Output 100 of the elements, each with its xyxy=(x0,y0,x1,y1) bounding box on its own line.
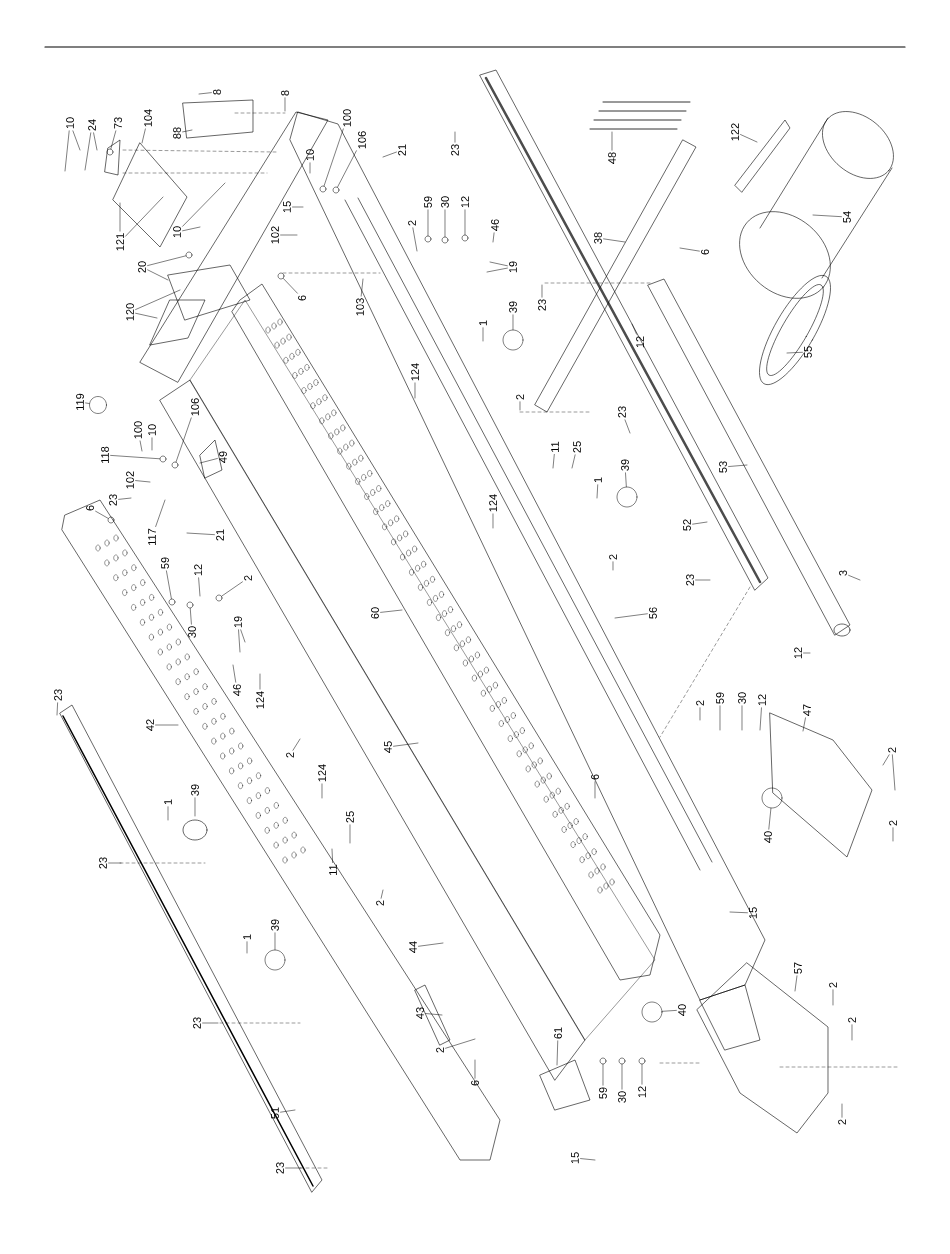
callout-number: 40 xyxy=(678,1004,686,1016)
leader-line xyxy=(85,402,90,404)
callout-number: 12 xyxy=(638,1086,646,1098)
callout-number: 2 xyxy=(609,554,617,560)
leader-line xyxy=(337,150,357,188)
callout-number: 43 xyxy=(416,1007,424,1019)
callout-number: 1 xyxy=(243,934,251,940)
callout-number: 8 xyxy=(281,90,289,96)
callout-number: 55 xyxy=(804,346,812,358)
callout-number: 124 xyxy=(256,691,264,709)
callout-number: 6 xyxy=(591,774,599,780)
leader-line xyxy=(486,267,508,273)
callout-number: 117 xyxy=(148,528,156,545)
leader-line xyxy=(454,131,456,143)
leader-line xyxy=(699,707,701,721)
leader-line xyxy=(412,227,418,252)
leader-line xyxy=(679,247,700,252)
callout-number: 46 xyxy=(233,684,241,696)
leader-line xyxy=(445,1038,476,1049)
leader-line xyxy=(382,151,397,158)
leader-line xyxy=(519,401,521,411)
callout-number: 23 xyxy=(193,1017,201,1029)
leader-line xyxy=(182,182,226,227)
leader-line xyxy=(556,1040,558,1066)
leader-line xyxy=(292,206,304,208)
callout-number: 15 xyxy=(283,201,291,213)
leader-line xyxy=(380,609,403,613)
leader-line xyxy=(155,499,166,527)
callout-number: 10 xyxy=(173,226,181,238)
callout-number: 57 xyxy=(794,962,802,974)
callout-number: 122 xyxy=(731,123,739,141)
leader-line xyxy=(729,911,748,913)
leader-line xyxy=(182,226,201,232)
leader-line xyxy=(851,1024,853,1041)
washer xyxy=(319,185,327,193)
leader-line xyxy=(95,510,109,519)
callout-number: 23 xyxy=(54,689,62,701)
leader-line xyxy=(108,862,122,864)
callout-number: 44 xyxy=(409,941,417,953)
leader-line xyxy=(360,278,364,297)
leader-line xyxy=(64,130,70,172)
callout-number: 40 xyxy=(764,831,772,843)
leader-line xyxy=(892,754,896,791)
callout-number: 39 xyxy=(271,919,279,931)
callout-number: 19 xyxy=(234,616,242,628)
leader-line xyxy=(692,521,708,525)
washer xyxy=(185,251,193,259)
callout-number: 59 xyxy=(599,1087,607,1099)
callout-number: 15 xyxy=(749,907,757,919)
leader-line xyxy=(641,1064,643,1085)
callout-number: 2 xyxy=(696,700,704,706)
leader-line xyxy=(72,130,81,151)
leader-line xyxy=(380,889,384,899)
leader-line xyxy=(614,613,648,619)
washer xyxy=(159,455,167,463)
leader-line xyxy=(292,738,301,751)
callout-number: 39 xyxy=(621,459,629,471)
leader-line xyxy=(611,131,613,151)
leader-line xyxy=(759,707,762,731)
washer xyxy=(106,148,114,156)
leader-line xyxy=(141,128,146,144)
callout-number: 2 xyxy=(408,220,416,226)
leader-line xyxy=(232,664,236,683)
leader-line xyxy=(198,92,212,95)
callout-number: 1 xyxy=(164,799,172,805)
callout-number: 12 xyxy=(636,336,644,348)
leader-line xyxy=(240,629,246,643)
washer xyxy=(424,235,432,243)
callout-number: 38 xyxy=(594,232,602,244)
washer xyxy=(186,601,194,609)
leader-line xyxy=(202,1022,219,1024)
washer xyxy=(168,598,176,606)
callout-number: 1 xyxy=(479,320,487,326)
leader-line xyxy=(580,1158,596,1161)
callout-number: 11 xyxy=(329,864,337,875)
callout-number: 59 xyxy=(716,692,724,704)
leader-line xyxy=(194,797,196,817)
callout-number: 124 xyxy=(318,764,326,782)
callout-number: 1 xyxy=(594,477,602,483)
callout-number: 23 xyxy=(686,574,694,586)
leader-line xyxy=(492,232,495,243)
leader-line xyxy=(728,464,748,467)
callout-number: 2 xyxy=(888,747,896,753)
callout-number: 2 xyxy=(889,820,897,826)
callout-number: 12 xyxy=(461,196,469,208)
leader-line xyxy=(414,382,416,399)
callout-number: 121 xyxy=(116,233,124,251)
leader-line xyxy=(489,261,508,267)
callout-number: 39 xyxy=(191,784,199,796)
callout-number: 23 xyxy=(109,494,117,506)
leader-line xyxy=(118,497,132,500)
leader-line xyxy=(246,941,248,954)
leader-line xyxy=(474,1059,476,1079)
callout-number: 88 xyxy=(173,127,181,139)
callout-number: 119 xyxy=(76,393,84,410)
leader-line xyxy=(848,575,861,581)
callout-number: 11 xyxy=(551,441,559,452)
callout-number: 15 xyxy=(571,1152,579,1164)
leader-line xyxy=(323,128,344,187)
leader-line xyxy=(695,579,711,581)
